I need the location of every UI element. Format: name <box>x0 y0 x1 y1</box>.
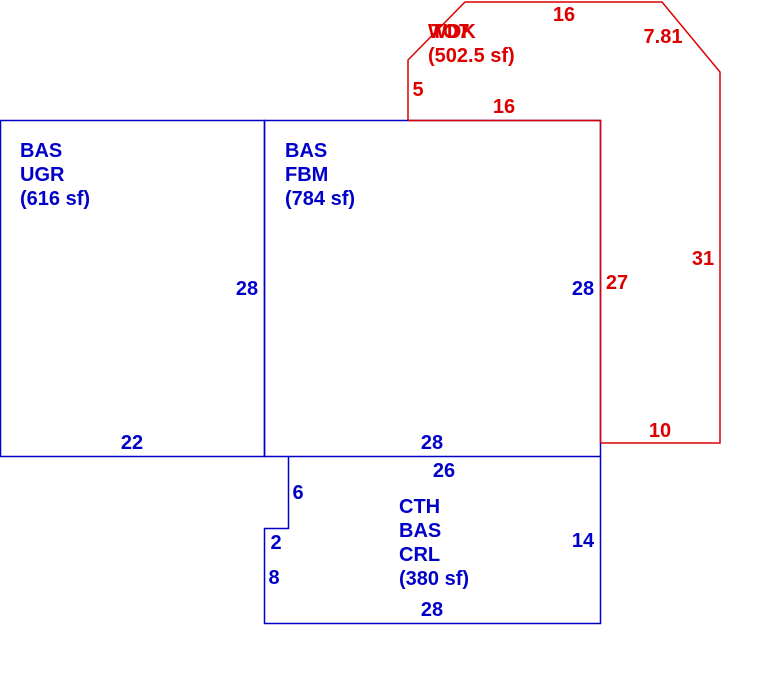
wdk-label-area: (502.5 sf) <box>428 45 515 67</box>
dim-crl-left-lower: 8 <box>268 567 279 589</box>
dim-wdk-inner-top: 16 <box>493 96 515 118</box>
crl-label-line1: CTH <box>399 496 440 518</box>
dim-fbm-bottom: 28 <box>421 432 443 454</box>
dim-wdk-right: 31 <box>692 248 714 270</box>
ugr-label-line2: UGR <box>20 164 65 186</box>
crl-outline <box>263 456 602 625</box>
dim-wdk-inner-right: 27 <box>606 272 628 294</box>
wdk-label-line1: WDK <box>428 21 476 43</box>
ugr-label-area: (616 sf) <box>20 188 90 210</box>
dim-crl-right: 14 <box>572 530 595 552</box>
crl-label-line2: BAS <box>399 520 441 542</box>
dim-wdk-top: 16 <box>553 4 575 26</box>
dim-fbm-right: 28 <box>572 278 594 300</box>
crl-label-line3: CRL <box>399 544 440 566</box>
dim-wdk-bottom: 10 <box>649 420 671 442</box>
fbm-label-line1: BAS <box>285 140 327 162</box>
fbm-label-line2: FBM <box>285 164 328 186</box>
crl-label-area: (380 sf) <box>399 568 469 590</box>
dim-wdk-left: 5 <box>412 79 423 101</box>
dim-wdk-diag: 7.81 <box>644 26 683 48</box>
dim-ugr-bottom: 22 <box>121 432 143 454</box>
wdk-shared-edge <box>408 119 602 443</box>
ugr-label-line1: BAS <box>20 140 62 162</box>
dim-crl-step: 2 <box>270 532 281 554</box>
dim-crl-left-upper: 6 <box>292 482 303 504</box>
dim-crl-bottom: 28 <box>421 599 443 621</box>
wdk-outline <box>407 1 721 444</box>
dim-crl-top: 26 <box>433 460 455 482</box>
dim-ugr-right: 28 <box>236 278 258 300</box>
wdk-label-overlap: TO7 <box>431 21 470 43</box>
fbm-label-area: (784 sf) <box>285 188 355 210</box>
